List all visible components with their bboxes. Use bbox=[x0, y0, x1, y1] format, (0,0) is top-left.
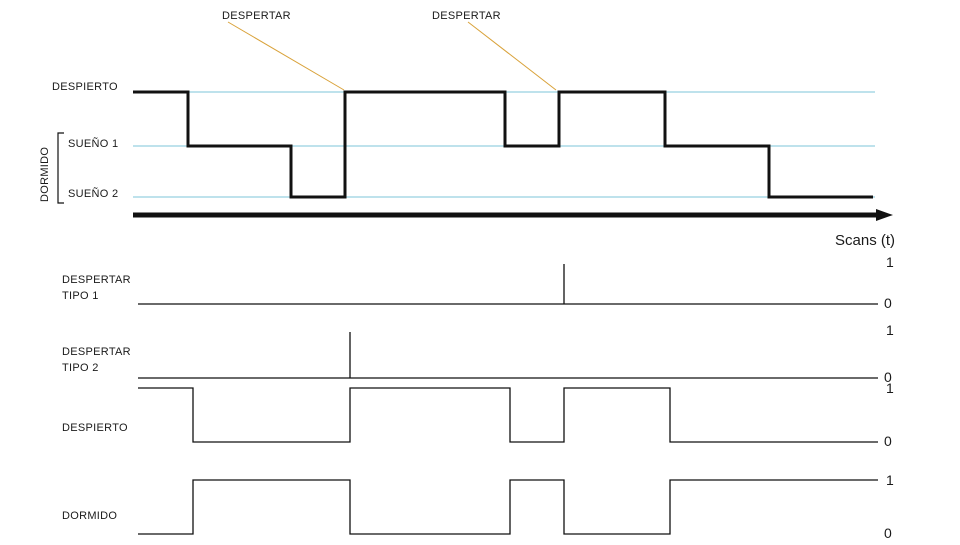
level-label-dormido: DORMIDO bbox=[39, 147, 51, 202]
annotation-despertar-1: DESPERTAR bbox=[222, 10, 291, 22]
despertar-tipo-2-label-line-1: DESPERTAR bbox=[62, 346, 131, 358]
despierto-label-line-1: DESPIERTO bbox=[62, 422, 128, 434]
despertar-tipo-1-low-label: 0 bbox=[884, 295, 892, 311]
dormido-trace-group: DORMIDO 1 0 bbox=[62, 472, 894, 541]
dormido-high-label: 1 bbox=[886, 472, 894, 488]
dormido-square-wave bbox=[138, 479, 878, 535]
despertar-tipo-2-label-line-2: TIPO 2 bbox=[62, 362, 99, 374]
annotation-despertar-2: DESPERTAR bbox=[432, 10, 501, 22]
hypnogram-panel: DESPERTAR DESPERTAR DESPIERTO SUEÑO 1 SU… bbox=[39, 10, 895, 249]
despertar-tipo-2-high-label: 1 bbox=[886, 322, 894, 338]
time-axis-title: Scans (t) bbox=[835, 232, 895, 249]
despertar-tipo-2-trace-group: DESPERTAR TIPO 2 1 0 bbox=[62, 322, 894, 385]
annotation-leader-2 bbox=[467, 21, 557, 91]
despierto-high-label: 1 bbox=[886, 380, 894, 396]
despierto-low-label: 0 bbox=[884, 433, 892, 449]
despertar-tipo-1-label-line-1: DESPERTAR bbox=[62, 274, 131, 286]
dormido-bracket bbox=[57, 132, 64, 204]
dormido-low-label: 0 bbox=[884, 525, 892, 540]
despertar-tipo-1-label-line-2: TIPO 1 bbox=[62, 290, 99, 302]
level-label-sleep1: SUEÑO 1 bbox=[68, 137, 118, 150]
level-label-sleep2: SUEÑO 2 bbox=[68, 187, 118, 200]
despertar-tipo-1-trace-group: DESPERTAR TIPO 1 1 0 bbox=[62, 254, 894, 311]
despertar-tipo-2-low-label: 0 bbox=[884, 369, 892, 385]
dormido-label-line-1: DORMIDO bbox=[62, 510, 117, 522]
despierto-trace-group: DESPIERTO 1 0 bbox=[62, 380, 894, 449]
annotation-leader-1 bbox=[227, 21, 345, 91]
hypnogram-trace bbox=[133, 90, 873, 199]
despierto-square-wave bbox=[138, 387, 878, 443]
despertar-tipo-1-high-label: 1 bbox=[886, 254, 894, 270]
level-label-awake: DESPIERTO bbox=[52, 81, 118, 93]
time-axis-arrowhead bbox=[876, 209, 893, 221]
